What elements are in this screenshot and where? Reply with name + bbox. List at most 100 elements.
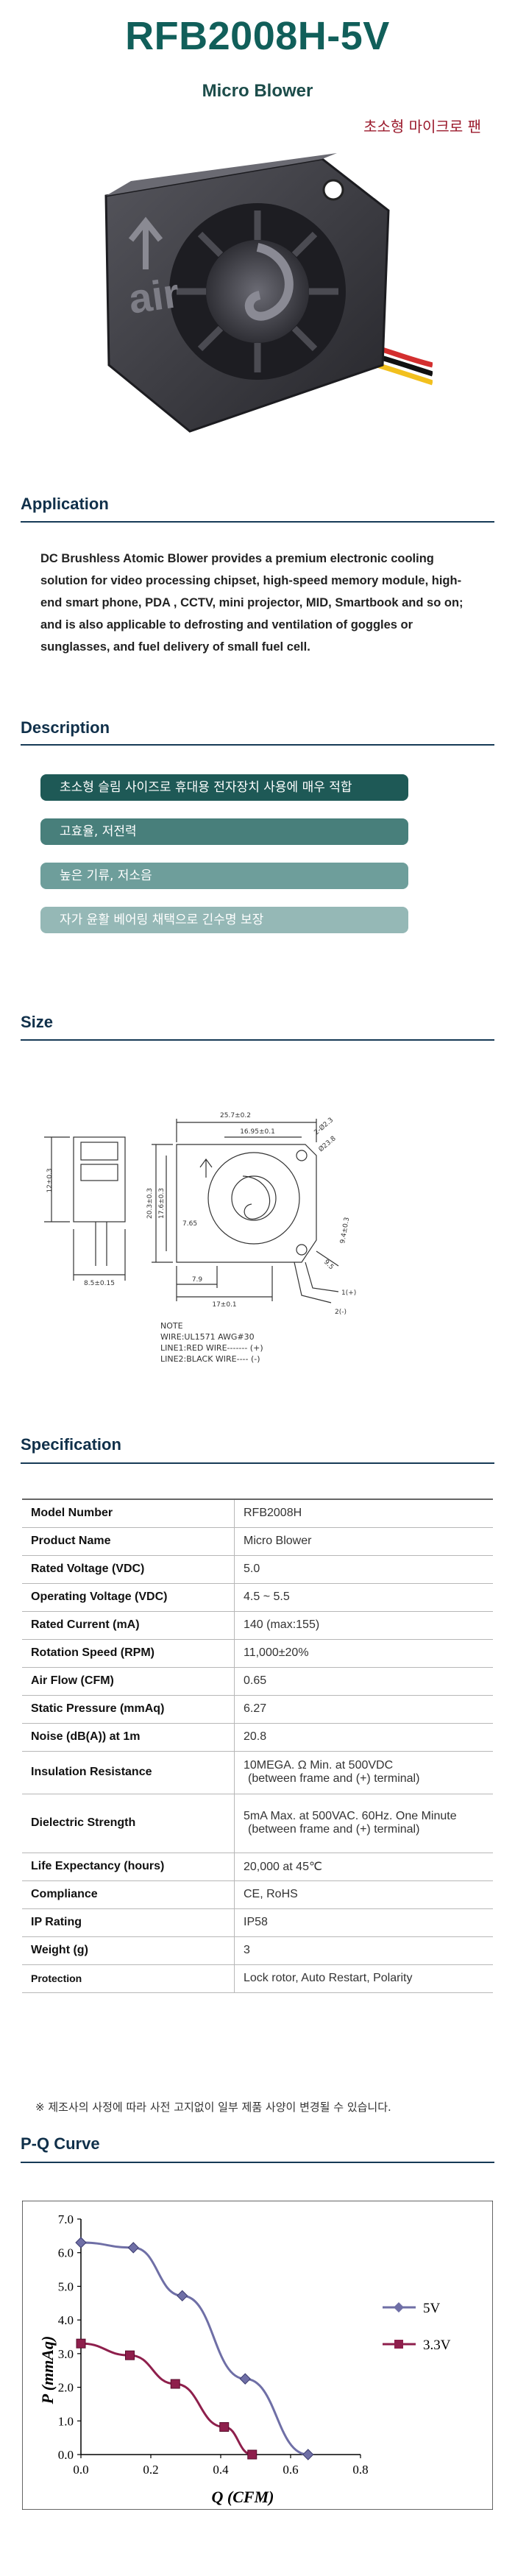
spec-key: Weight (g) [22, 1936, 235, 1965]
spec-value-text: CE, RoHS [244, 1888, 298, 1900]
spec-value: 5.0 [234, 1555, 493, 1584]
front-view [152, 1119, 339, 1303]
x-tick-label: 0.6 [283, 2463, 298, 2477]
spec-row: Compliance CE, RoHS [22, 1880, 493, 1909]
spec-value: 20.8 [234, 1723, 493, 1752]
y-tick-label: 0.0 [58, 2448, 74, 2462]
spec-value-text: 11,000±20% [244, 1646, 309, 1659]
x-tick-label: 0.8 [352, 2463, 368, 2477]
spec-value: IP58 [234, 1908, 493, 1937]
description-item: 고효율, 저전력 [40, 818, 408, 845]
legend-label: 3.3V [423, 2338, 451, 2353]
y-tick-label: 2.0 [58, 2381, 74, 2395]
arrow-icon [128, 216, 163, 269]
y-tick-label: 4.0 [58, 2313, 74, 2327]
spec-key: Rated Voltage (VDC) [22, 1555, 235, 1584]
dimension-drawing: 12±0.3 8.5±0.15 25.7±0.2 16.95±0.1 2-Ø2.… [44, 1112, 356, 1364]
dim-bottom-a: 7.9 [192, 1276, 203, 1284]
data-point [219, 2422, 230, 2432]
spec-key: Product Name [22, 1527, 235, 1556]
note-line: NOTE [160, 1321, 183, 1331]
spec-value: 20,000 at 45℃ [234, 1853, 493, 1881]
data-point [170, 2379, 180, 2389]
spec-value: 0.65 [234, 1667, 493, 1696]
spec-key: Compliance [22, 1880, 235, 1909]
spec-note: ※ 제조사의 사정에 따라 사전 고지없이 일부 제품 사양이 변경될 수 있습… [35, 2101, 391, 2114]
spec-key: Dielectric Strength [22, 1794, 235, 1853]
spec-value: 140 (max:155) [234, 1611, 493, 1640]
application-text: DC Brushless Atomic Blower provides a pr… [40, 552, 464, 654]
application-divider [21, 521, 494, 523]
spec-row: Rated Current (mA)140 (max:155) [22, 1611, 493, 1640]
data-point [75, 2237, 87, 2248]
blower-product-image: air [104, 153, 433, 433]
spec-key: Life Expectancy (hours) [22, 1853, 235, 1881]
data-point [239, 2373, 251, 2385]
dim-bottom-b: 17±0.1 [212, 1301, 236, 1309]
y-axis-label: P (mmAq) [38, 2336, 57, 2405]
spec-value: Lock rotor, Auto Restart, Polarity [234, 1964, 493, 1993]
description-item: 초소형 슬림 사이즈로 휴대용 전자장치 사용에 매우 적합 [40, 774, 408, 801]
spec-row: Air Flow (CFM)0.65 [22, 1667, 493, 1696]
size-heading: Size [21, 1013, 54, 1031]
product-subtitle: Micro Blower [202, 81, 313, 101]
spec-value-text: 3 [244, 1944, 250, 1956]
spec-row: Rotation Speed (RPM)11,000±20% [22, 1639, 493, 1668]
spec-value-text: 0.65 [244, 1674, 267, 1687]
y-tick-label: 1.0 [58, 2414, 74, 2428]
spec-key: Rated Current (mA) [22, 1611, 235, 1640]
spec-value-text: 20.8 [244, 1730, 267, 1743]
dim-base-width: 8.5±0.15 [84, 1280, 115, 1287]
application-heading: Application [21, 495, 109, 513]
dim-hub-dia: Ø23.8 [317, 1134, 338, 1153]
spec-value: 11,000±20% [234, 1639, 493, 1668]
data-point [177, 2290, 188, 2301]
dim-offset: 7.65 [182, 1220, 197, 1228]
spec-key: Static Pressure (mmAq) [22, 1695, 235, 1724]
product-title: RFB2008H-5V [125, 14, 390, 58]
pq-curve-heading: P-Q Curve [21, 2134, 100, 2153]
data-point [125, 2350, 135, 2360]
note-line: LINE1:RED WIRE------- (+) [160, 1343, 263, 1353]
spec-row: Weight (g) 3 [22, 1936, 493, 1965]
note-line: WIRE:UL1571 AWG#30 [160, 1332, 255, 1342]
spec-key: Insulation Resistance [22, 1751, 235, 1794]
description-item: 자가 윤활 베어링 채택으로 긴수명 보장 [40, 907, 408, 933]
embossed-air-text: air [126, 269, 182, 322]
spec-value-text: Lock rotor, Auto Restart, Polarity [244, 1972, 413, 1984]
spec-value-text: 4.5 ~ 5.5 [244, 1590, 290, 1603]
description-divider [21, 744, 494, 746]
pq-curve-chart: P (mmAq) Q (CFM) 0.01.02.03.04.05.06.07.… [22, 2201, 493, 2510]
impeller-blades [177, 210, 338, 372]
spec-value-text: 6.27 [244, 1702, 267, 1715]
legend-marker [394, 2340, 403, 2349]
data-point [302, 2449, 314, 2460]
spec-value: 5mA Max. at 500VAC. 60Hz. One Minute(bet… [234, 1794, 493, 1853]
spec-key: Protection [22, 1964, 235, 1993]
specification-heading: Specification [21, 1435, 121, 1454]
chart-frame [22, 2201, 493, 2510]
spec-value: 6.27 [234, 1695, 493, 1724]
spec-value: 4.5 ~ 5.5 [234, 1583, 493, 1612]
pin-1-label: 1(+) [341, 1289, 356, 1297]
spec-row: Rated Voltage (VDC)5.0 [22, 1555, 493, 1584]
x-tick-label: 0.2 [143, 2463, 158, 2477]
spec-value: CE, RoHS [234, 1880, 493, 1909]
dim-side-right: 9.4±0.3 [339, 1217, 351, 1244]
y-tick-label: 6.0 [58, 2246, 74, 2260]
description-item: 높은 기류, 저소음 [40, 863, 408, 889]
size-divider [21, 1039, 494, 1041]
spec-value-text: IP58 [244, 1916, 268, 1928]
spec-value-subtext: (between frame and (+) terminal) [248, 1823, 420, 1836]
specification-divider [21, 1462, 494, 1464]
spec-value-text: 5mA Max. at 500VAC. 60Hz. One Minute [244, 1810, 457, 1822]
y-tick-label: 3.0 [58, 2347, 74, 2361]
y-tick-label: 7.0 [58, 2212, 74, 2226]
mount-hole [322, 179, 344, 201]
pq-curve-divider [21, 2162, 494, 2163]
spec-value: RFB2008H [234, 1498, 493, 1528]
data-point [127, 2242, 139, 2254]
